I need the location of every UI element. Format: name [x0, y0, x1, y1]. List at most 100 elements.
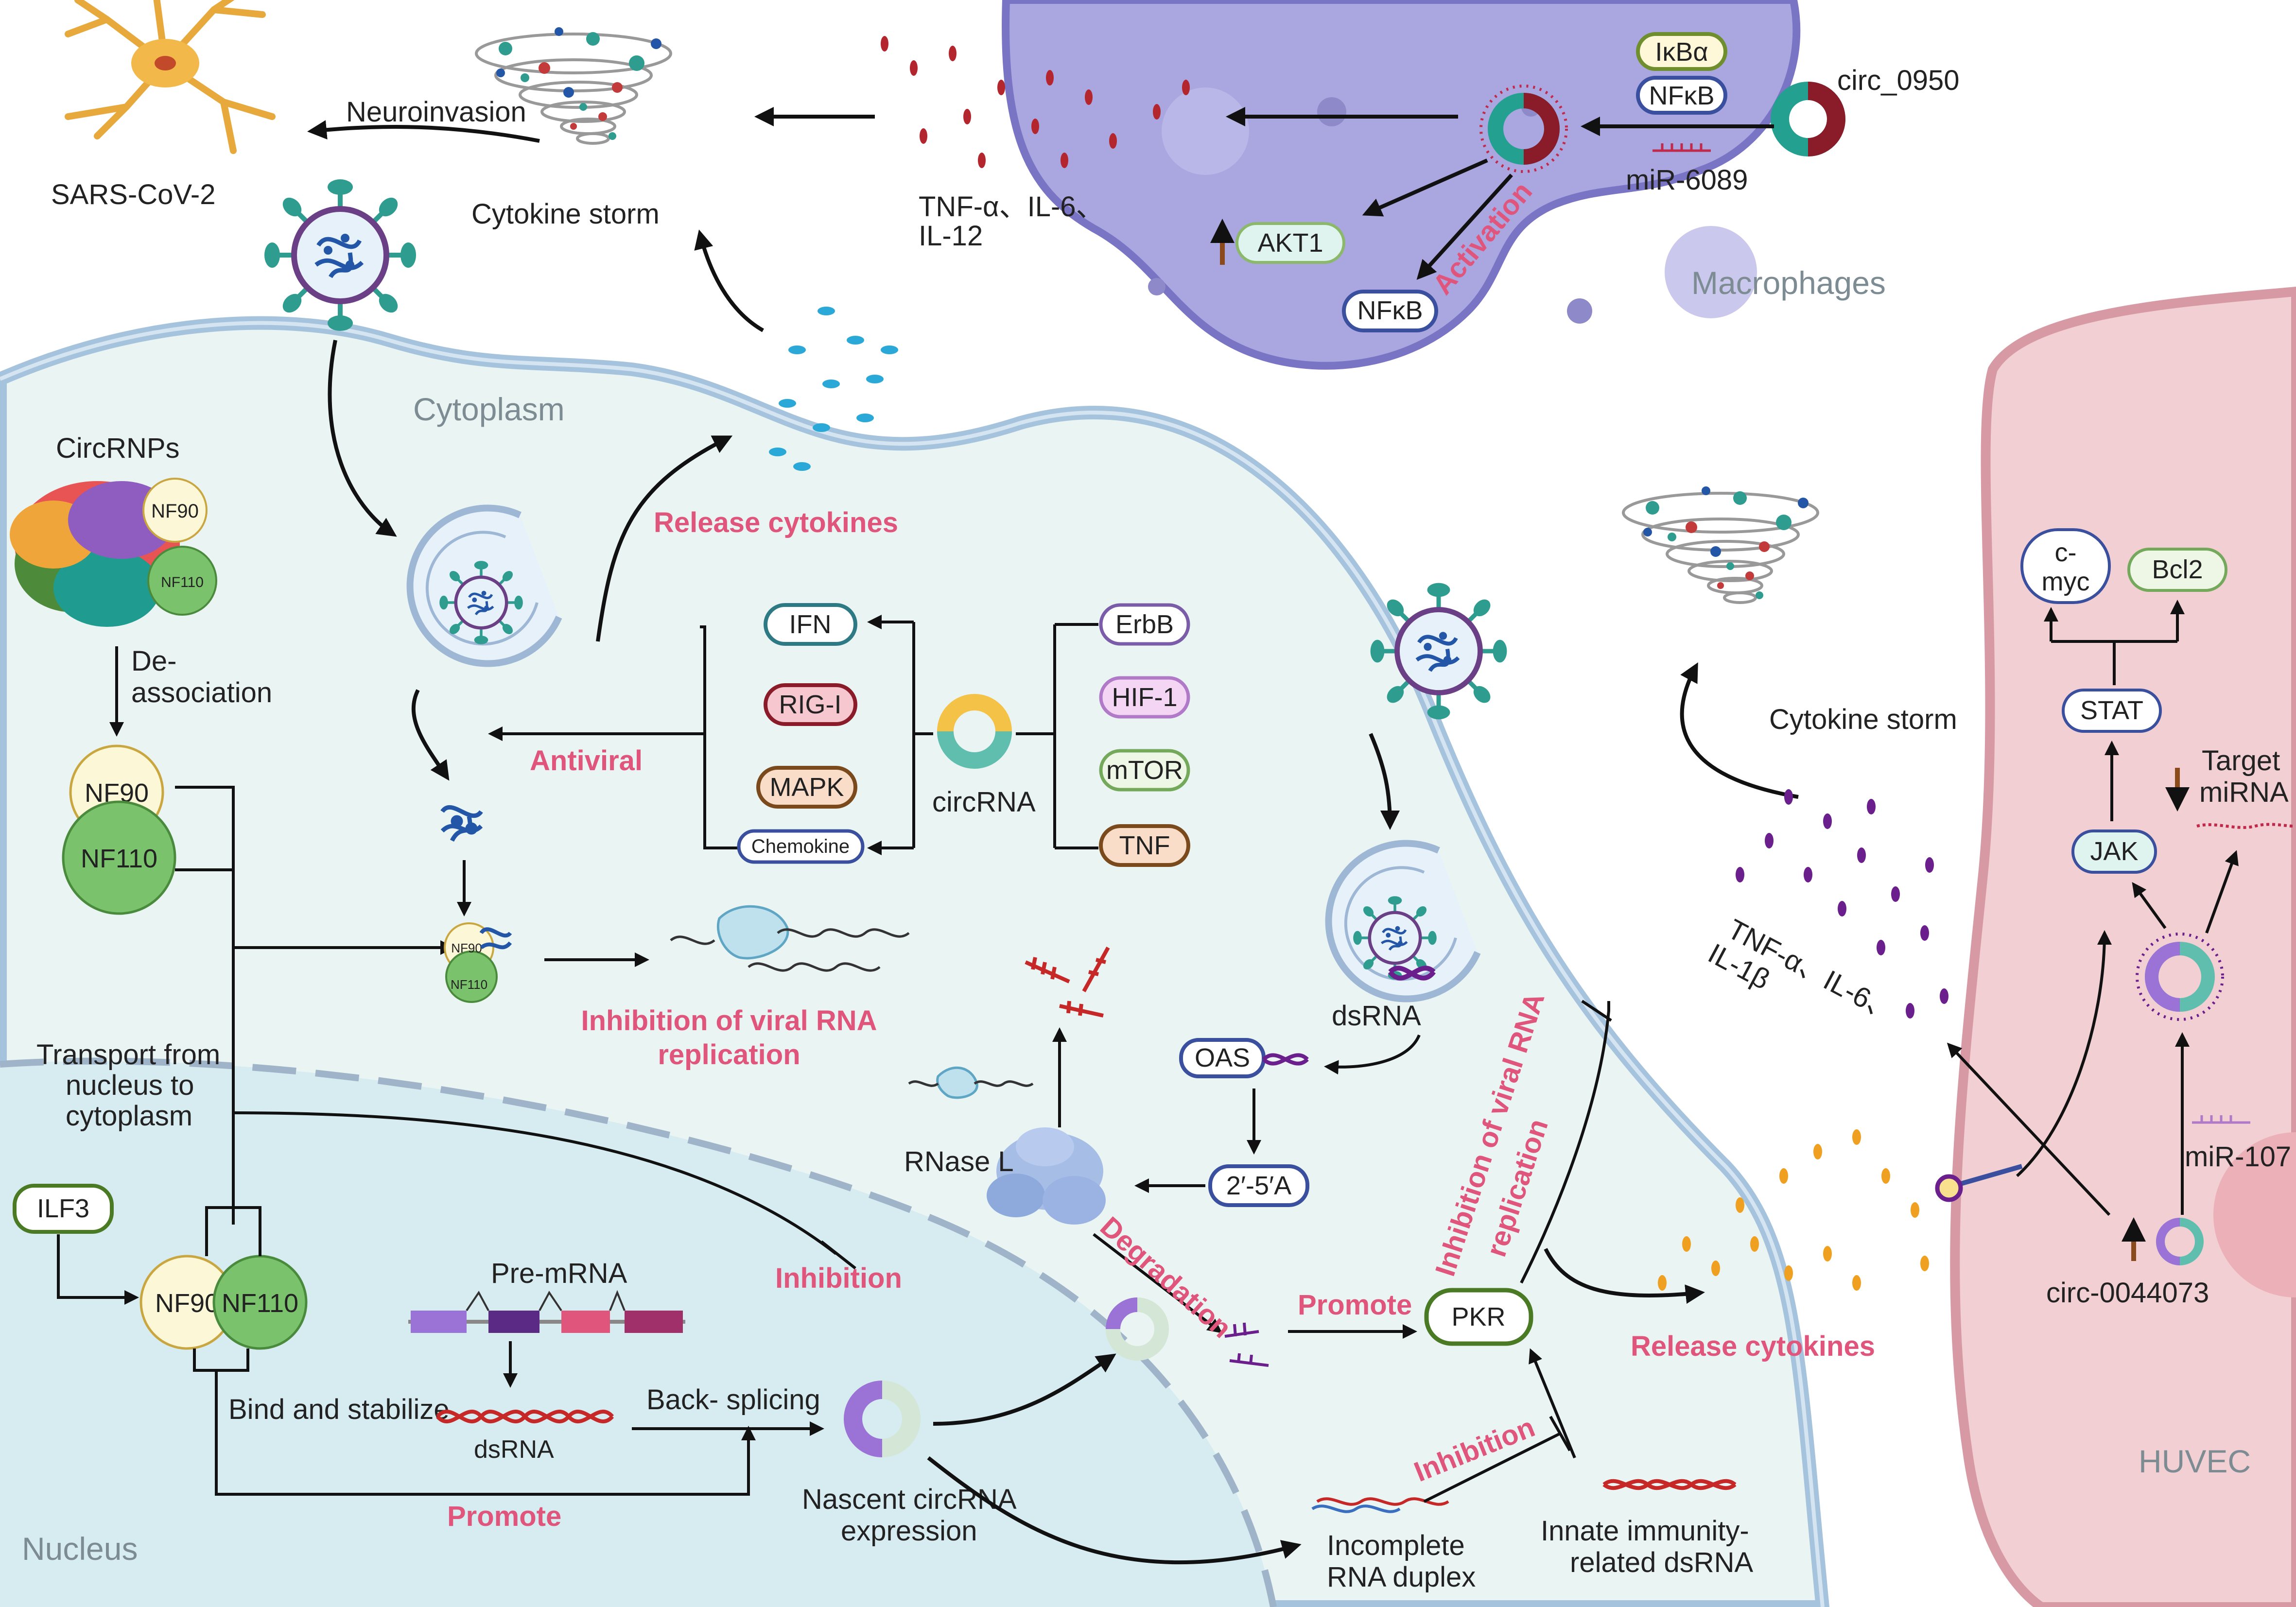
viral-rna-small-icon	[908, 1066, 1034, 1099]
inhibition-viral-label-2: replication	[658, 1039, 800, 1071]
stat-chip	[2062, 689, 2162, 733]
rnase-l-icon	[987, 1127, 1106, 1225]
akt1-chip	[1235, 222, 1345, 264]
svg-text:mTOR: mTOR	[1106, 756, 1183, 785]
svg-text:AKT1: AKT1	[1257, 228, 1323, 258]
inhibition-viral-label-1: Inhibition of viral RNA	[581, 1005, 877, 1037]
viral-replication-icon	[670, 905, 910, 972]
dsrna-helix-icon	[435, 1409, 614, 1424]
svg-text:JAK: JAK	[2090, 837, 2138, 866]
huvec-label: HUVEC	[2139, 1443, 2251, 1479]
svg-text:NFκB: NFκB	[1357, 296, 1423, 325]
neuron-icon	[65, 0, 276, 154]
nucleus-label: Nucleus	[22, 1531, 138, 1567]
nascent-circrna-icon	[844, 1381, 921, 1457]
viral-rna-icon	[440, 805, 483, 842]
nascent-label-1: Nascent circRNA	[802, 1484, 1017, 1515]
svg-text:RIG-I: RIG-I	[779, 690, 842, 719]
svg-text:myc: myc	[2042, 567, 2090, 596]
cmyc-chip	[2020, 528, 2111, 604]
inhibition-mid-label: Inhibition	[775, 1262, 902, 1294]
cleaved-rna-icon	[1025, 947, 1110, 1018]
jak-chip	[2071, 829, 2157, 874]
transport-label-1: Transport from	[36, 1039, 220, 1071]
circrna-hub-icon	[937, 694, 1012, 769]
deassoc-label-2: association	[131, 677, 272, 708]
svg-text:TNF: TNF	[1119, 831, 1170, 860]
nucleus-region	[0, 1061, 1273, 1607]
circrna-mac-icon	[1479, 85, 1568, 173]
nfkb-mac-chip	[1636, 76, 1727, 115]
macrophages-label: Macrophages	[1691, 265, 1886, 301]
svg-text:NF90: NF90	[155, 1289, 219, 1318]
rigi-chip	[764, 683, 857, 726]
svg-text:2′-5′A: 2′-5′A	[1226, 1171, 1291, 1200]
mirna-icon	[1652, 143, 1711, 152]
cytokine-dots-purple	[1736, 789, 1948, 1019]
rna-fragments-icon	[1224, 1322, 1269, 1367]
svg-text:NFκB: NFκB	[1649, 81, 1715, 110]
svg-text:Chemokine: Chemokine	[751, 836, 850, 857]
svg-text:STAT: STAT	[2080, 696, 2143, 725]
svg-text:IκBα: IκBα	[1655, 37, 1708, 67]
cytokine-storm-right-label: Cytokine storm	[1769, 704, 1957, 735]
svg-text:OAS: OAS	[1195, 1043, 1250, 1072]
release-cytokines-top-label: Release cytokines	[654, 507, 898, 538]
svg-text:NF90: NF90	[451, 941, 482, 955]
premrna-label: Pre-mRNA	[491, 1258, 627, 1289]
circ0950-label: circ_0950	[1837, 65, 1959, 96]
circrna-ring-icon	[1771, 82, 1845, 156]
svg-text:IFN: IFN	[789, 610, 832, 639]
circrnps-label: CircRNPs	[56, 432, 180, 464]
ilf3-chip	[13, 1184, 114, 1234]
neuroinvasion-label: Neuroinvasion	[346, 96, 526, 128]
chemokine-chip	[737, 829, 865, 864]
cytoplasm-label: Cytoplasm	[413, 391, 565, 427]
cytokine-dots-red	[881, 36, 1190, 168]
svg-text:c-: c-	[2055, 538, 2077, 567]
innate-label-2: related dsRNA	[1570, 1547, 1753, 1578]
nascent-label-2: expression	[841, 1515, 977, 1547]
incomplete-label-2: RNA duplex	[1327, 1561, 1476, 1593]
erbb-chip	[1099, 603, 1190, 646]
transport-label-2: nucleus to	[66, 1070, 194, 1101]
mir107-label: miR-107	[2185, 1141, 2291, 1173]
target-label-2: miRNA	[2199, 777, 2289, 808]
deassoc-label-1: De-	[131, 645, 176, 677]
cytokines-mac-line2: IL-12	[919, 220, 983, 252]
receptor-icon	[1935, 1164, 2023, 1202]
circrna-source-icon	[2156, 1218, 2204, 1265]
backsplicing-label: Back- splicing	[646, 1384, 820, 1416]
svg-text:ILF3: ILF3	[37, 1194, 89, 1223]
huvec-nucleus	[2213, 1132, 2296, 1297]
svg-text:MAPK: MAPK	[769, 773, 844, 802]
svg-text:NF110: NF110	[81, 844, 157, 873]
circrna-label: circRNA	[932, 786, 1036, 818]
mir6089-label: miR-6089	[1626, 164, 1748, 196]
rnase-l-label: RNase L	[904, 1146, 1014, 1177]
oligo-chip	[1208, 1164, 1309, 1207]
bcl2-chip	[2127, 548, 2227, 592]
promote-bottom-label: Promote	[447, 1501, 561, 1532]
dsrna-label: dsRNA	[474, 1435, 554, 1464]
svg-text:Bcl2: Bcl2	[2152, 555, 2203, 584]
svg-text:HIF-1: HIF-1	[1112, 683, 1178, 712]
nfkb-act-chip	[1342, 290, 1438, 332]
cytokine-storm-top-label: Cytokine storm	[471, 198, 660, 230]
pkr-chip	[1424, 1288, 1533, 1346]
release-cytokines-right-label: Release cytokines	[1631, 1331, 1875, 1362]
svg-text:PKR: PKR	[1451, 1302, 1505, 1331]
nf110-protein	[62, 800, 176, 915]
target-label-1: Target	[2202, 745, 2280, 777]
transport-label-3: cytoplasm	[66, 1100, 192, 1132]
svg-text:NF110: NF110	[161, 574, 204, 590]
ikba-chip	[1636, 32, 1727, 71]
dsrna-right-label: dsRNA	[1332, 1000, 1421, 1032]
cytokine-dots-orange	[1658, 1129, 1929, 1291]
antiviral-label: Antiviral	[530, 745, 643, 777]
mtor-chip	[1099, 749, 1190, 792]
svg-text:NF110: NF110	[222, 1289, 298, 1318]
circrna-huvec-icon	[2136, 933, 2224, 1021]
bind-stabilize-label: Bind and stabilize	[228, 1394, 450, 1425]
